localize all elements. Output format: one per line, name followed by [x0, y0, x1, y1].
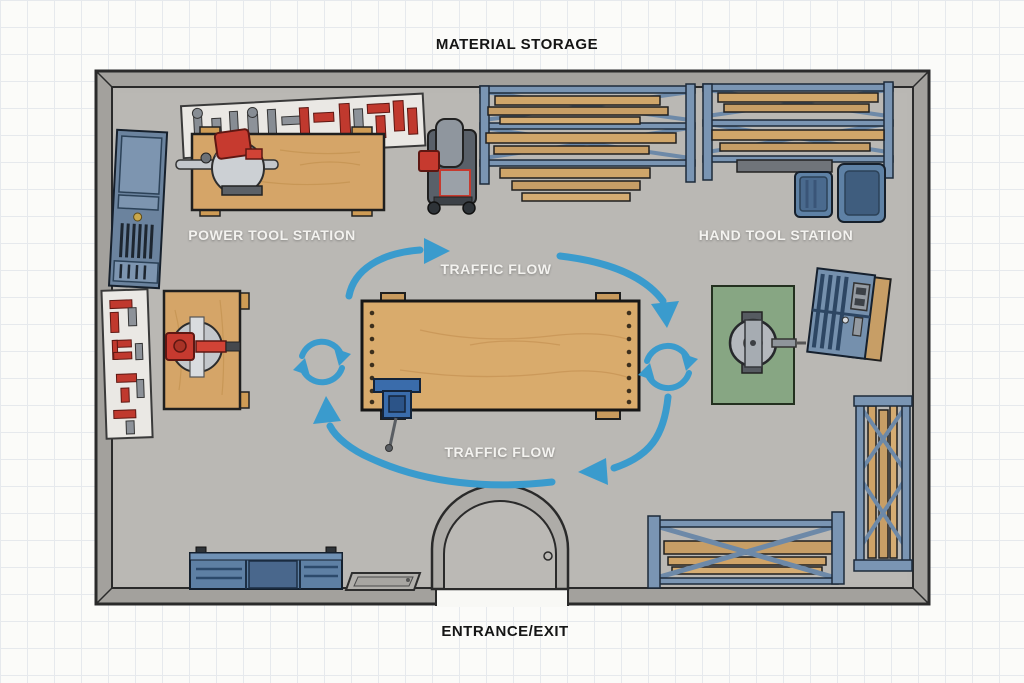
- table-saw-icon: [165, 316, 241, 378]
- miter-saw-icon: [175, 128, 279, 196]
- power-tool-station-label: POWER TOOL STATION: [188, 227, 356, 243]
- flow-arc-top-left: [345, 246, 424, 300]
- floor-tray: [344, 572, 422, 591]
- flow-arrow-down-icon: [651, 301, 679, 328]
- power-tool-workbench-miter-saw: [175, 126, 386, 217]
- entrance-door: [430, 483, 570, 607]
- side-workbench-table-saw: [162, 289, 250, 411]
- bench-vise-icon: [373, 378, 421, 452]
- traffic-flow-bottom-label: TRAFFIC FLOW: [444, 444, 556, 460]
- tall-tool-cabinet: [107, 128, 169, 290]
- central-workbench-vise: [360, 292, 641, 452]
- hand-tool-station-label: HAND TOOL STATION: [698, 227, 854, 243]
- hand-tool-cart: [806, 267, 892, 362]
- door-knob-icon: [543, 551, 553, 561]
- rotation-icon-right: [638, 342, 698, 392]
- flow-arrow-right-icon: [424, 238, 450, 264]
- flow-arrow-up-icon: [313, 396, 341, 424]
- flow-arc-top-right: [556, 252, 667, 305]
- rotation-icon-left: [293, 338, 351, 386]
- flow-arc-bottom-left: [326, 422, 556, 489]
- lumber-rack-right: [702, 81, 894, 181]
- vertical-lumber-rack: [853, 395, 913, 572]
- bench-grinder-icon: [728, 311, 806, 374]
- mobile-tool-cart: [418, 118, 477, 215]
- flow-arc-bottom-right: [610, 393, 672, 472]
- entrance-exit-label: ENTRANCE/EXIT: [441, 623, 569, 640]
- sheet-goods-rack: [647, 511, 845, 589]
- lumber-rack-left: [479, 83, 696, 202]
- traffic-flow-top-label: TRAFFIC FLOW: [440, 261, 552, 277]
- flow-arrow-left-icon: [578, 458, 608, 485]
- material-storage-label: MATERIAL STORAGE: [435, 36, 599, 53]
- storage-bins: [794, 163, 886, 223]
- traffic-flow-loop: [313, 238, 679, 489]
- clamp-pegboard: [100, 288, 154, 440]
- low-storage-cabinet: [189, 546, 343, 590]
